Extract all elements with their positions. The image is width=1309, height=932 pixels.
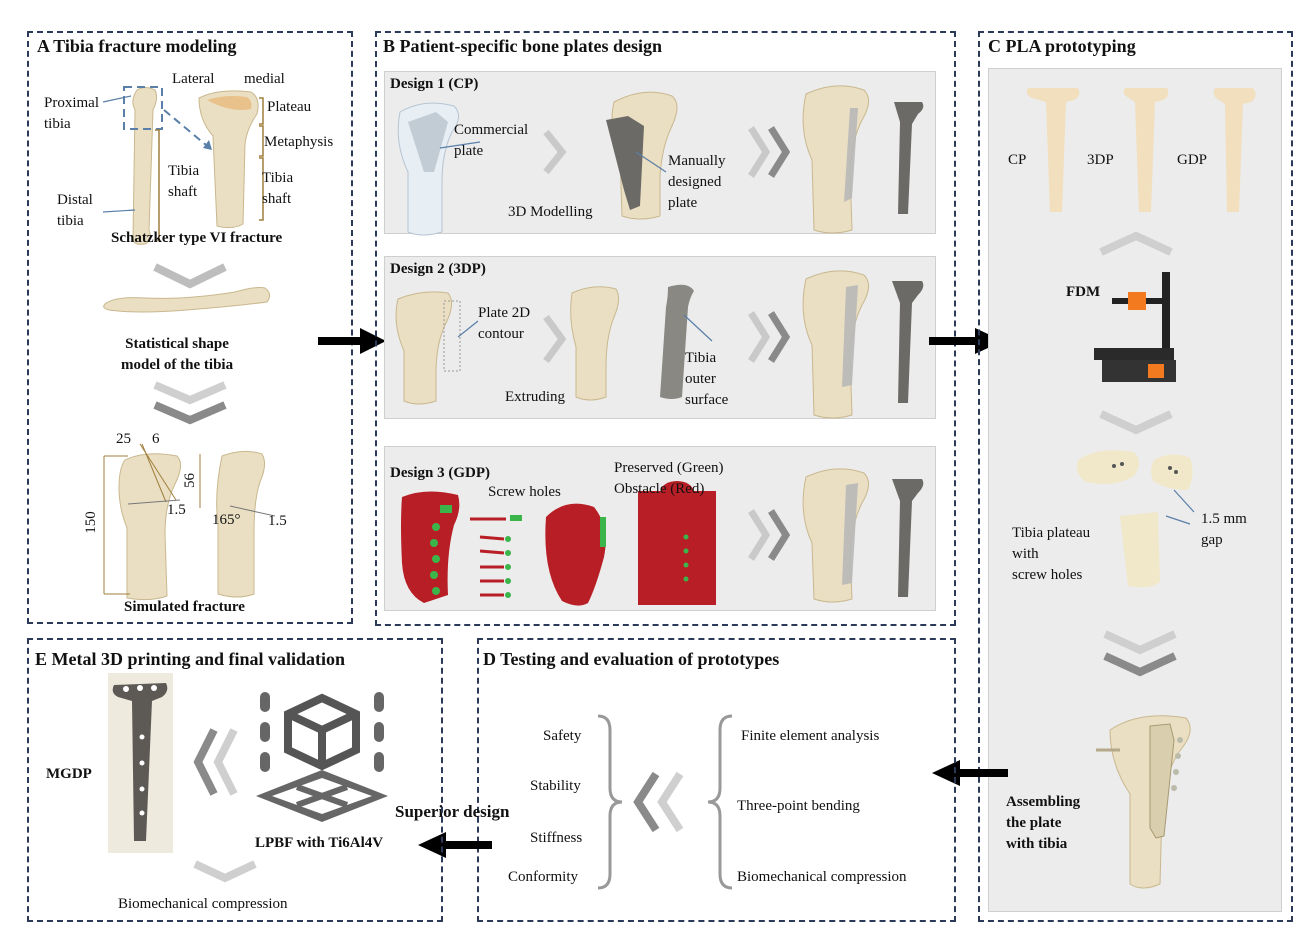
label-ssm: Statistical shape model of the tibia [121,334,233,376]
label-preserved-obstacle: Preserved (Green) Obstacle (Red) [614,458,724,500]
label-gdp: GDP [1177,150,1207,171]
chevron-down-icon [190,858,260,888]
assembled-tibia-illustration [1092,700,1212,890]
label-gap: 1.5 mm gap [1201,509,1247,551]
label-lpbf: LPBF with Ti6Al4V [255,833,383,854]
label-assembling: Assembling the plate with tibia [1006,792,1080,855]
ssm-tibia-illustration [100,282,280,322]
label-conformity: Conformity [508,867,578,888]
label-commercial-plate: Commercial plate [454,120,528,162]
label-mgdp: MGDP [46,764,92,785]
simulated-fracture-illustration [80,428,340,598]
label-biomech-compression-e: Biomechanical compression [118,894,288,915]
panel-a-title: A Tibia fracture modeling [37,36,237,57]
label-biomech-compression-d: Biomechanical compression [737,867,907,888]
double-chevron-icon [1100,628,1180,678]
panel-b-title: B Patient-specific bone plates design [383,36,662,57]
label-tibia-plateau: Tibia plateau with screw holes [1012,523,1090,586]
label-dim-165: 165° [212,510,241,531]
label-metaphysis: Metaphysis [264,132,333,153]
design-2-illustration [386,257,936,417]
lpbf-printer-icon [256,684,406,824]
label-3dp: 3DP [1087,150,1114,171]
label-cp: CP [1008,150,1026,171]
label-3d-modelling: 3D Modelling [508,202,593,223]
panel-d-title: D Testing and evaluation of prototypes [483,649,779,670]
label-simulated-fracture: Simulated fracture [124,597,245,618]
label-plate-2d-contour: Plate 2D contour [478,303,530,345]
label-safety: Safety [543,726,581,747]
label-tibia-outer-surface: Tibia outer surface [685,348,728,411]
double-chevron-icon [150,380,230,426]
pla-plates-illustration [990,80,1280,220]
metal-plate-photo [108,673,173,853]
label-lateral: Lateral [172,69,214,90]
label-tibia-shaft-1: Tibia shaft [168,161,199,203]
label-dim-1-5-b: 1.5 [268,511,287,532]
chevron-left-icon [190,724,250,804]
label-screw-holes: Screw holes [488,482,561,503]
label-dim-150: 150 [81,511,102,534]
label-manually-designed: Manually designed plate [668,151,726,214]
chevron-down-icon [1096,408,1176,438]
label-medial: medial [244,69,285,90]
label-finite-element: Finite element analysis [741,726,879,747]
evaluation-braces-illustration [592,710,742,890]
label-proximal-tibia: Proximal tibia [44,93,99,135]
label-dim-56: 56 [180,473,201,488]
label-distal-tibia: Distal tibia [57,190,93,232]
label-dim-25: 25 [116,429,131,450]
label-stability: Stability [530,776,581,797]
label-tibia-shaft-2: Tibia shaft [262,168,293,210]
label-plateau: Plateau [267,97,311,118]
label-stiffness: Stiffness [530,828,582,849]
label-dim-6: 6 [152,429,160,450]
label-extruding: Extruding [505,387,565,408]
panel-c-title: C PLA prototyping [988,36,1136,57]
label-three-point-bending: Three-point bending [737,796,860,817]
panel-e-title: E Metal 3D printing and final validation [35,649,345,670]
printer-icon [1092,268,1192,388]
label-schatzker: Schatzker type VI fracture [111,228,282,249]
label-dim-1-5-a: 1.5 [167,500,186,521]
chevron-up-icon [1096,228,1176,258]
